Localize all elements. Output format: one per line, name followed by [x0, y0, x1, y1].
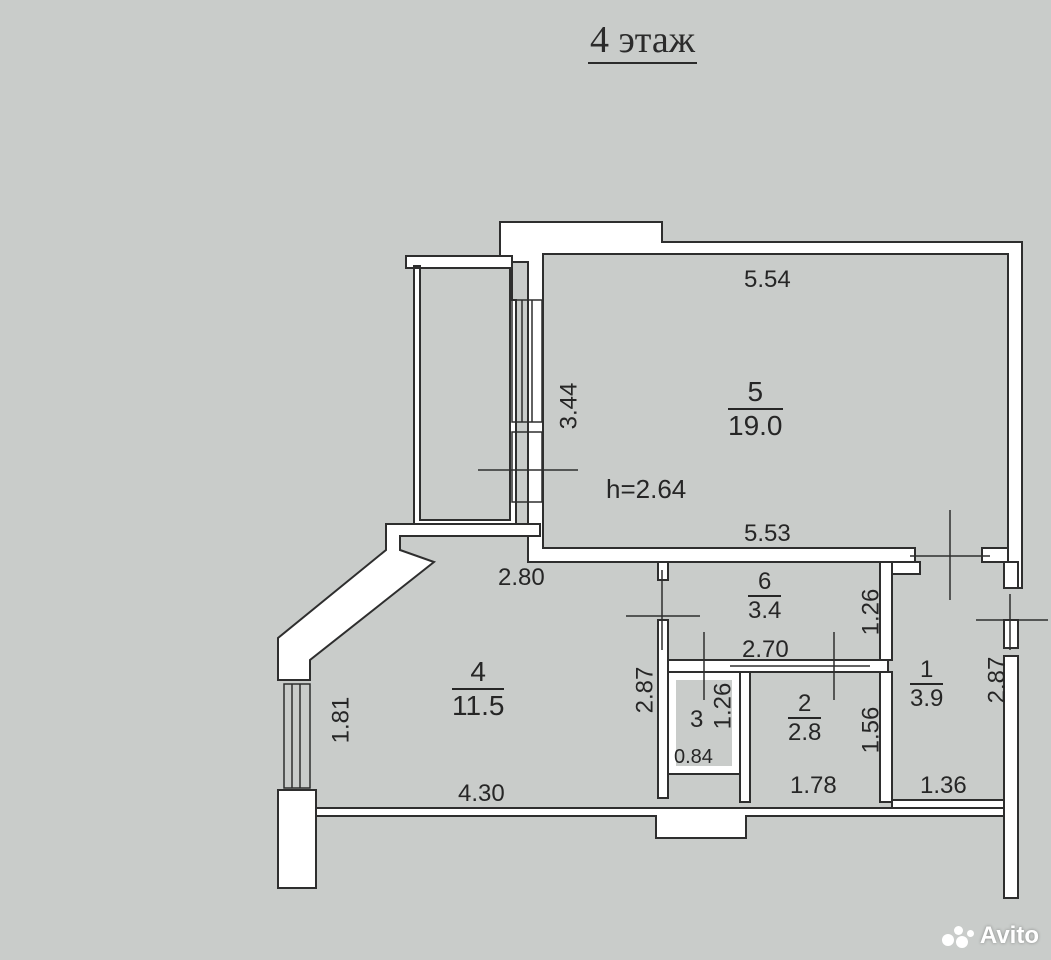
- partition-1-top: [891, 561, 921, 575]
- wall-top: [499, 221, 1023, 589]
- window-room5: [511, 299, 543, 423]
- partition-1-top2: [981, 547, 1009, 563]
- wall-left: [277, 523, 541, 681]
- watermark-text: Avito: [979, 922, 1039, 949]
- wall-left-lower: [277, 789, 317, 889]
- dim-room4-bottom: 4.30: [458, 780, 505, 807]
- dim-room5-bottom: 5.53: [744, 520, 791, 547]
- floor-title: 4 этаж: [588, 18, 698, 64]
- room-area: 2.8: [788, 719, 822, 746]
- partition-2-left: [739, 671, 751, 803]
- dim-room6-bottom: 2.70: [742, 636, 789, 663]
- room-area: 3.4: [748, 597, 782, 624]
- dim-room4-right: 2.87: [631, 666, 659, 714]
- room-3-area: 0.84: [674, 746, 713, 768]
- room-1-label: 1 3.9: [910, 656, 944, 712]
- room-area: 3.9: [910, 685, 944, 712]
- window-room4: [283, 683, 311, 789]
- avito-logo-icon: [941, 925, 976, 948]
- room-5-label: 5 19.0: [728, 376, 783, 442]
- room-2-label: 2 2.8: [788, 690, 822, 746]
- wall-right-lower: [1003, 655, 1019, 899]
- partition-1-left: [879, 671, 893, 803]
- partition-6-left2: [657, 619, 669, 799]
- room-6-label: 6 3.4: [748, 568, 782, 624]
- avito-watermark: Avito: [941, 922, 1039, 950]
- dim-room1-bottom: 1.36: [920, 772, 967, 799]
- wall-1-right2: [1003, 619, 1019, 649]
- room-number: 2: [788, 690, 822, 719]
- room-number: 1: [910, 656, 944, 685]
- dim-room1-side: 2.87: [983, 656, 1011, 704]
- ceiling-height: h=2.64: [606, 474, 687, 504]
- room-number: 4: [452, 656, 505, 690]
- room-number: 6: [748, 568, 782, 597]
- room-3-number: 3: [690, 706, 704, 733]
- room1-bottom: [891, 799, 1005, 809]
- dim-room5-side: 3.44: [555, 382, 583, 430]
- dim-room4-left: 1.81: [327, 696, 355, 744]
- room-area: 11.5: [452, 690, 505, 721]
- dim-room2-side: 1.56: [857, 706, 885, 754]
- room-area: 19.0: [728, 410, 783, 441]
- dim-room4-top: 2.80: [498, 564, 545, 591]
- dim-room6-side: 1.26: [857, 588, 885, 636]
- room-number: 5: [728, 376, 783, 410]
- wall-1-right: [1003, 561, 1019, 589]
- partition-6-left: [657, 561, 669, 581]
- wall-bottom: [315, 807, 1005, 839]
- dim-room5-top: 5.54: [744, 266, 791, 293]
- dim-room2-bottom: 1.78: [790, 772, 837, 799]
- dim-room3-side: 1.26: [709, 682, 737, 730]
- room-4-label: 4 11.5: [452, 656, 505, 722]
- balcony-wall: [405, 255, 517, 527]
- balcony-door: [511, 431, 543, 503]
